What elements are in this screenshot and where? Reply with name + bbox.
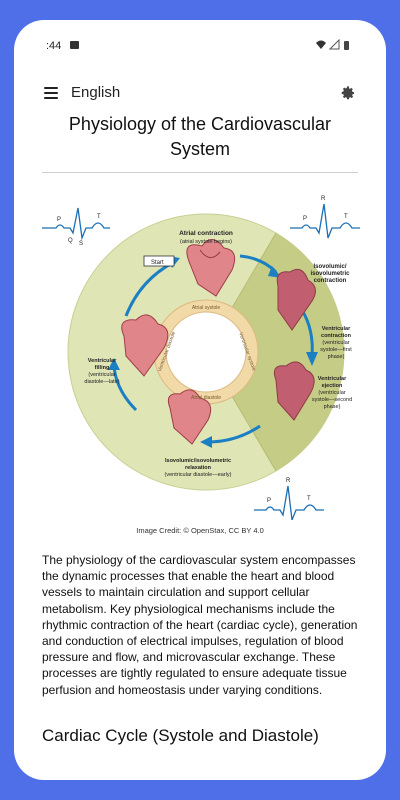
heart-ventricular-ejection xyxy=(273,361,315,421)
ecg-label-t-top-right: T xyxy=(344,214,348,220)
app-bar: English xyxy=(14,64,386,108)
atrial-contraction-sub: (atrial systole begins) xyxy=(180,239,232,245)
ventricular-ejection-line-1: Ventricular xyxy=(318,376,347,382)
ecg-label-q: Q xyxy=(68,238,73,244)
ecg-label-p-top-right: P xyxy=(303,216,307,222)
ventricular-ejection-label: Ventricular ejection (ventricular systol… xyxy=(312,376,352,410)
ventricular-contraction-line-5: phase) xyxy=(328,354,345,360)
ecg-trace-top-right xyxy=(290,203,360,239)
ventricular-filling-line-4: diastole—late) xyxy=(84,379,119,385)
signal-icon xyxy=(328,39,340,50)
section-heading: Cardiac Cycle (Systole and Diastole) xyxy=(42,726,319,745)
ecg-label-p: P xyxy=(57,217,61,223)
isovolumic-relaxation-label: Isovolumic/isovolumetric relaxation (ven… xyxy=(165,458,232,478)
isovolumic-relaxation-line-3: (ventricular diastole—early) xyxy=(165,472,232,478)
ecg-label-t: T xyxy=(97,214,101,220)
heart-isovolumic-relaxation xyxy=(167,389,212,445)
inner-ring-inner xyxy=(165,311,247,393)
isovolumic-contraction-line-3: contraction xyxy=(314,278,347,284)
page-title: Physiology of the Cardiovascular System xyxy=(68,114,332,159)
ecg-label-r-bottom: R xyxy=(286,478,291,484)
status-bar: :44 xyxy=(14,20,386,60)
ventricular-filling-label: Ventricular filling (ventricular diastol… xyxy=(84,358,119,385)
ecg-label-t-bottom: T xyxy=(307,496,311,502)
ecg-label-r-top-right: R xyxy=(321,196,326,202)
isovolumic-relaxation-line-2: relaxation xyxy=(185,465,212,471)
isovolumic-contraction-line-1: Isovolumic/ xyxy=(313,264,346,270)
gear-icon[interactable] xyxy=(340,85,356,101)
language-label[interactable]: English xyxy=(71,84,121,101)
status-time: :44 xyxy=(46,40,62,52)
isovolumic-relaxation-line-1: Isovolumic/isovolumetric xyxy=(165,458,231,464)
ecg-trace-top-left xyxy=(42,207,110,241)
start-label: Start xyxy=(151,260,164,266)
image-icon xyxy=(70,41,79,49)
ventricular-ejection-line-3: (ventricular xyxy=(318,390,345,396)
start-box xyxy=(143,255,175,267)
ecg-trace-bottom-right xyxy=(254,485,324,520)
ventricular-ejection-line-2: ejection xyxy=(322,383,343,389)
wifi-icon xyxy=(316,40,326,49)
heart-isovolumic-contraction xyxy=(276,268,316,331)
isovolumic-contraction-line-2: isovolumetric xyxy=(310,271,350,277)
ventricular-contraction-line-4: systole—first xyxy=(320,347,352,353)
ventricular-contraction-label: Ventricular contraction (ventricular sys… xyxy=(320,326,352,360)
ventricular-ejection-line-4: systole—second xyxy=(312,397,352,403)
ecg-label-s: S xyxy=(79,241,83,247)
article-body: The physiology of the cardiovascular sys… xyxy=(42,553,358,697)
ventricular-ejection-line-5: phase) xyxy=(324,404,341,410)
ventricular-contraction-line-2: contraction xyxy=(321,333,352,339)
ventricular-filling-line-2: filling xyxy=(95,365,110,371)
atrial-diastole-label: Atrial diastole xyxy=(191,395,221,401)
heart-ventricular-filling xyxy=(121,314,169,377)
ventricular-contraction-line-3: (ventricular xyxy=(322,340,349,346)
atrial-contraction-label: Atrial contraction xyxy=(179,230,233,237)
image-credit: Image Credit: © OpenStax, CC BY 4.0 xyxy=(136,526,264,535)
heart-atrial-contraction xyxy=(186,239,236,297)
isovolumic-contraction-label: Isovolumic/ isovolumetric contraction xyxy=(310,264,350,284)
ventricular-filling-line-1: Ventricular xyxy=(88,358,117,364)
ventricular-filling-line-3: (ventricular xyxy=(88,372,115,378)
ventricular-contraction-line-1: Ventricular xyxy=(322,326,351,332)
divider xyxy=(42,172,358,173)
ecg-label-p-bottom: P xyxy=(267,498,271,504)
cardiac-cycle-figure: P Q S T R P T R P T xyxy=(42,196,360,520)
menu-icon[interactable] xyxy=(44,87,58,99)
atrial-systole-label: Atrial systole xyxy=(192,305,221,311)
status-icons xyxy=(316,39,349,50)
phone-screen: :44 English Physiology of the Cardiovasc… xyxy=(14,20,386,780)
battery-icon xyxy=(344,41,349,50)
